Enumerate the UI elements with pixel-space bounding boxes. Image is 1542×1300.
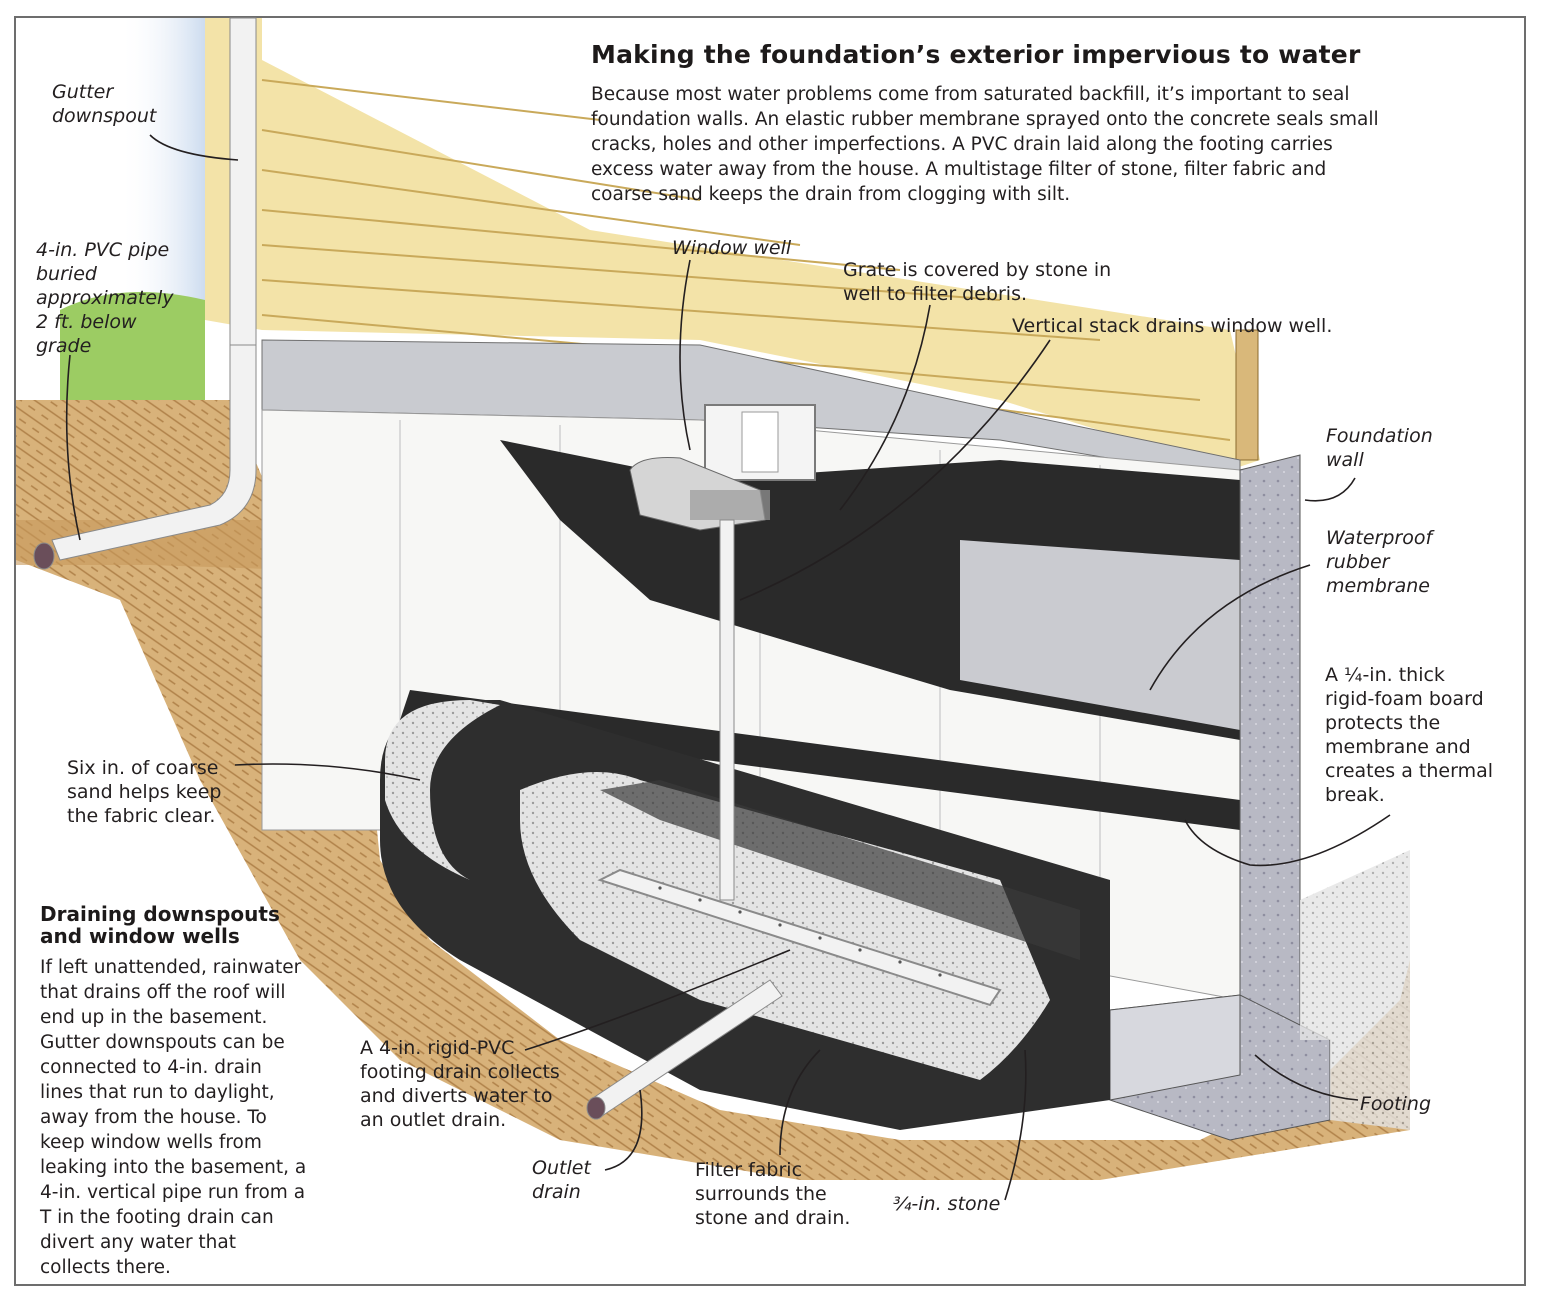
downspout-elbow	[51, 344, 257, 561]
footing-drain-pipe	[597, 868, 1002, 1007]
label-coarse-sand: Six in. of coarse sand helps keep the fa…	[67, 757, 222, 827]
figure-intro: Because most water problems come from sa…	[591, 84, 1379, 205]
label-membrane: Waterproof rubber membrane	[1326, 527, 1433, 597]
sidebar-heading: Draining downspouts and window wells	[40, 902, 280, 948]
figure-title: Making the foundation’s exterior impervi…	[591, 40, 1361, 69]
label-footing: Footing	[1360, 1093, 1432, 1115]
leader-lines	[65, 134, 1391, 1201]
label-vertical-stack: Vertical stack drains window well.	[1012, 315, 1333, 337]
corner-trim	[1235, 329, 1259, 461]
gutter-downspout	[229, 17, 257, 349]
membrane-band	[400, 690, 1240, 830]
label-window-well: Window well	[672, 237, 792, 259]
perforations	[658, 886, 942, 977]
label-filter-fabric: Filter fabric surrounds the stone and dr…	[695, 1159, 851, 1229]
exposed-concrete	[960, 540, 1240, 730]
sky-wash	[120, 18, 205, 330]
vertical-stack-pipe	[719, 519, 735, 901]
label-pvc-pipe: 4-in. PVC pipe buried approximately 2 ft…	[36, 239, 174, 357]
label-stone: ¾-in. stone	[893, 1193, 1001, 1215]
label-outlet-drain: Outlet drain	[532, 1157, 591, 1203]
sidebar-body: If left unattended, rainwater that drain…	[40, 957, 307, 1278]
label-grate: Grate is covered by stone in well to fil…	[843, 259, 1112, 305]
foundation-wall-edge	[1239, 454, 1301, 1061]
siding	[205, 18, 1260, 470]
label-gutter-downspout: Gutter downspout	[52, 81, 157, 127]
label-foam-board: A ¼-in. thick rigid-foam board protects …	[1325, 664, 1494, 806]
label-foundation-wall: Foundation wall	[1326, 425, 1433, 471]
grass	[60, 292, 205, 400]
label-footing-drain: A 4-in. rigid-PVC footing drain collects…	[360, 1037, 560, 1131]
coarse-sand	[385, 700, 500, 880]
